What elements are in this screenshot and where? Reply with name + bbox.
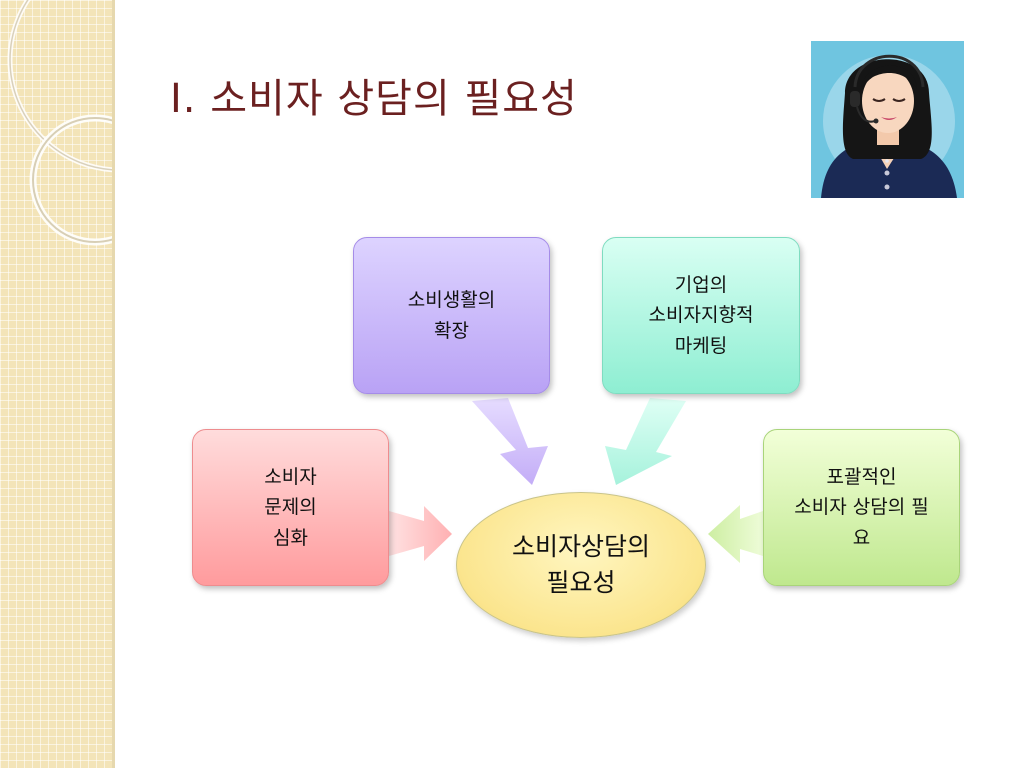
node-line: 기업의 — [674, 273, 728, 296]
node-line: 소비자지향적 — [648, 304, 754, 327]
arrow-top-right — [605, 398, 686, 485]
node-line: 심화 — [273, 526, 308, 549]
node-corporate-marketing: 기업의 소비자지향적 마케팅 — [602, 237, 800, 394]
node-line: 요 — [852, 526, 871, 549]
node-comprehensive-counseling: 포괄적인 소비자 상담의 필 요 — [763, 429, 960, 586]
node-line: 소비생활의 — [407, 289, 496, 312]
center-line: 필요성 — [546, 568, 616, 597]
node-line: 확장 — [434, 319, 469, 342]
woman-with-headset-icon — [811, 41, 964, 198]
node-line: 문제의 — [264, 496, 317, 519]
arrow-top-left — [472, 398, 548, 485]
node-line: 포괄적인 — [826, 465, 897, 488]
decorative-sidebar-strip — [0, 0, 112, 768]
strip-edge — [112, 0, 115, 768]
center-line: 소비자상담의 — [511, 531, 650, 561]
node-line: 소비자 — [264, 465, 317, 488]
node-line: 소비자 상담의 필 — [794, 496, 929, 519]
slide-title: I. 소비자 상담의 필요성 — [170, 76, 578, 122]
arrow-left — [389, 506, 452, 561]
node-line: 마케팅 — [674, 334, 728, 357]
arrow-right — [708, 505, 763, 563]
node-consumer-life-expansion: 소비생활의 확장 — [353, 237, 550, 394]
center-node-counseling-necessity: 소비자상담의 필요성 — [456, 492, 706, 638]
decorative-rings — [7, 0, 112, 246]
node-consumer-problems: 소비자 문제의 심화 — [192, 429, 389, 586]
